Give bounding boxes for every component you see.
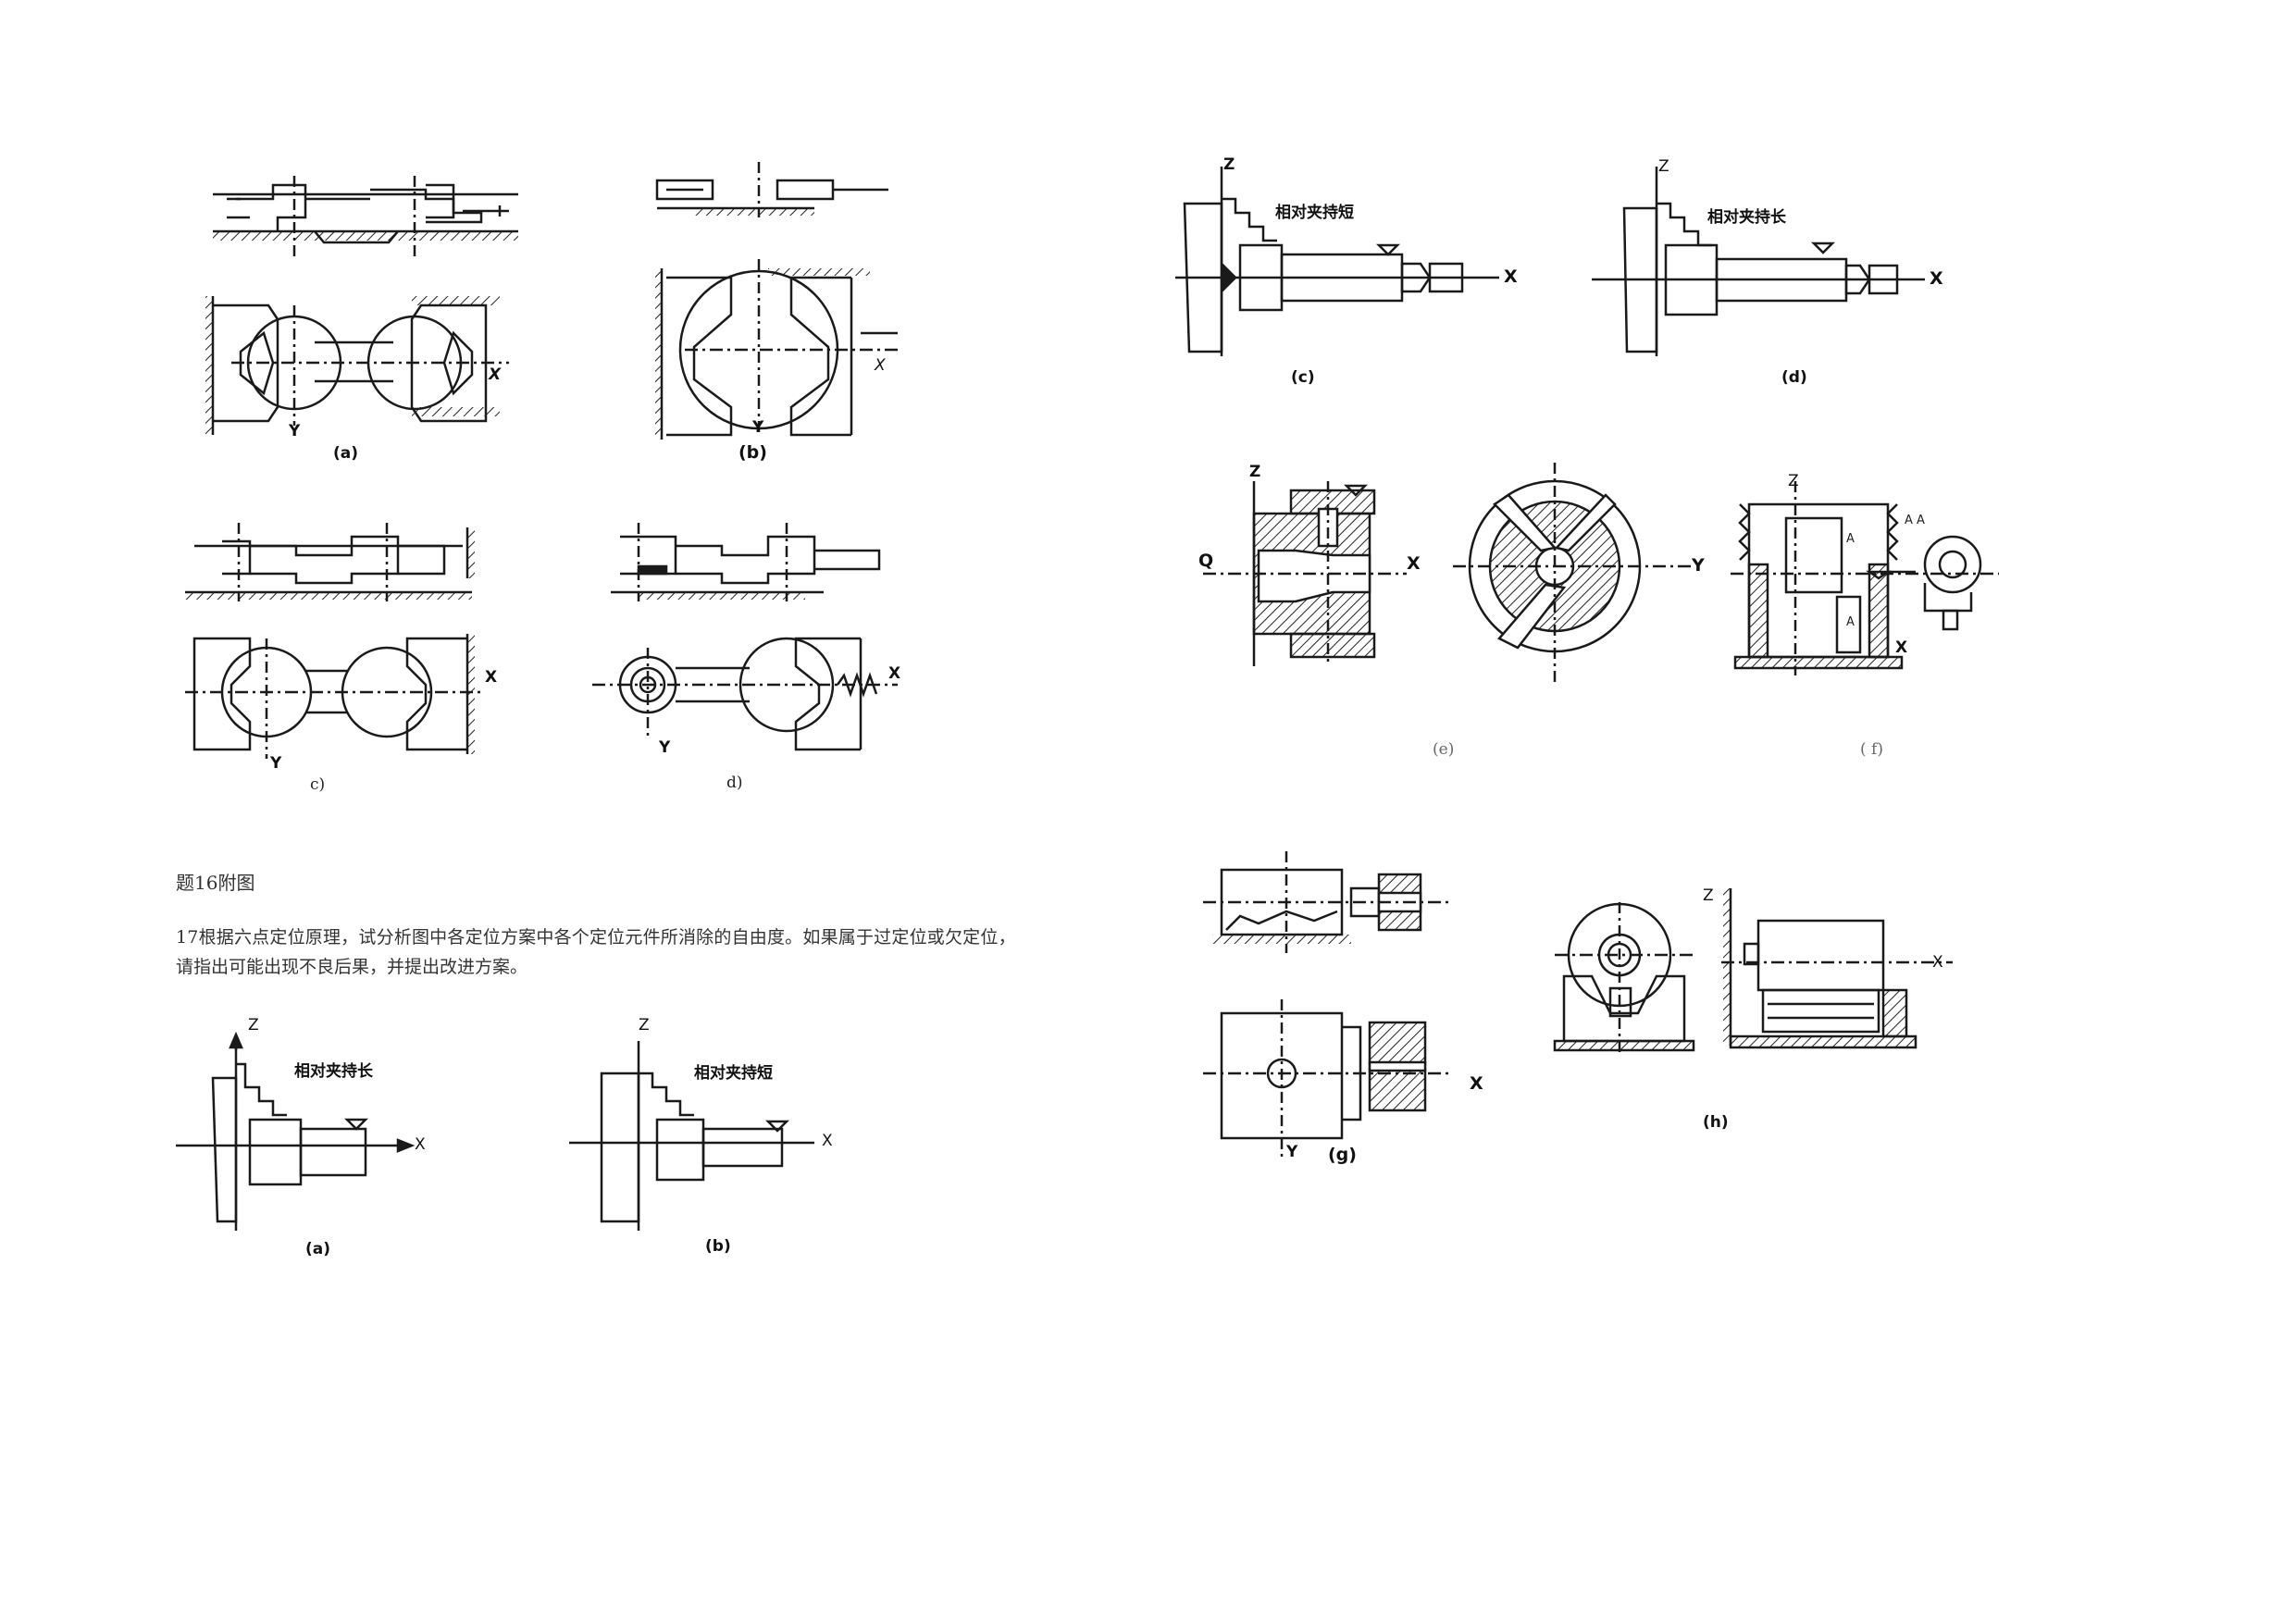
fig17-f-section-label: A A: [1905, 514, 1925, 527]
fig16-a-drawing: [205, 176, 518, 435]
fig17-c-axis-z: Z: [1223, 155, 1235, 174]
fig17-c-drawing: [1175, 167, 1499, 356]
fig17-a-axis-x: X: [415, 1135, 426, 1154]
fig17-f-mark-2: A: [1846, 615, 1855, 629]
fig16-b-axis-x: X: [875, 356, 886, 375]
fig17-d-caption: (d): [1781, 368, 1807, 387]
fig16-a-caption: (a): [333, 444, 359, 463]
fig17-f-mark-1: A: [1846, 532, 1855, 546]
fig17-h-axis-x: X: [1932, 953, 1943, 972]
fig17-c-axis-x: X: [1504, 266, 1518, 287]
fig17-g-axis-x: X: [1470, 1073, 1483, 1094]
fig17-b-axis-z: Z: [639, 1016, 650, 1035]
fig17-h-drawing: [1555, 888, 1953, 1055]
fig17-b-drawing: [569, 1041, 814, 1231]
fig17-h-axis-z: Z: [1703, 886, 1714, 905]
fig17-a-drawing: [176, 1035, 412, 1231]
fig16-c-caption: c): [310, 775, 326, 794]
fig17-h-caption: (h): [1703, 1113, 1729, 1132]
fig16-d-caption: d): [726, 774, 743, 792]
fig17-e-axis-z: Z: [1249, 463, 1261, 481]
fig16-c-axis-x: X: [485, 668, 498, 687]
fig16-d-axis-x: X: [888, 664, 901, 683]
fig17-b-axis-x: X: [822, 1132, 833, 1150]
fig17-f-axis-x: X: [1895, 638, 1908, 657]
fig16-a-axis-y: Y: [289, 422, 301, 440]
fig17-f-drawing: [1731, 481, 1999, 675]
fig16-a-axis-x: X: [489, 365, 502, 384]
fig17-e-drawing: [1203, 463, 1694, 685]
fig16-d-axis-y: Y: [659, 738, 671, 757]
fig17-c-caption: (c): [1291, 368, 1315, 387]
fig16-b-axis-y: Y: [752, 418, 764, 437]
fig17-d-drawing: [1592, 167, 1925, 356]
q17-text-line2: 请指出可能出现不良后果，并提出改进方案。: [176, 957, 528, 977]
fig16-b-caption: (b): [738, 442, 767, 463]
fig17-a-caption: (a): [305, 1240, 331, 1258]
fig17-c-note: 相对夹持短: [1275, 204, 1354, 222]
fig17-e-axis-x: X: [1407, 553, 1421, 574]
fig16-c-drawing: [185, 523, 481, 759]
fig17-d-axis-z: Z: [1658, 157, 1669, 176]
fig17-f-caption: ( f): [1860, 740, 1883, 759]
fig17-d-axis-x: X: [1930, 268, 1943, 289]
fig17-d-note: 相对夹持长: [1707, 208, 1786, 227]
q17-text-line1: 17根据六点定位原理，试分析图中各定位方案中各个定位元件所消除的自由度。如果属于…: [176, 927, 1016, 948]
fig17-g-axis-y: Y: [1286, 1143, 1298, 1161]
fig17-b-note: 相对夹持短: [694, 1064, 773, 1083]
fig17-a-axis-z: Z: [248, 1016, 259, 1035]
fig17-g-drawing: [1203, 851, 1453, 1157]
fig17-g-caption: (g): [1328, 1145, 1357, 1165]
fig16-b-drawing: [655, 162, 898, 440]
fig16-c-axis-y: Y: [270, 754, 282, 773]
fig17-e-axis-y: Y: [1692, 555, 1705, 576]
fig17-e-caption: (e): [1433, 740, 1455, 759]
fig17-a-note: 相对夹持长: [294, 1062, 373, 1081]
fig17-b-caption: (b): [705, 1237, 731, 1256]
fig16-title: 题16附图: [176, 872, 255, 894]
fig17-e-axis-q: Q: [1198, 551, 1214, 571]
fig17-f-axis-z: Z: [1788, 472, 1799, 490]
fig16-d-drawing: [592, 523, 898, 750]
